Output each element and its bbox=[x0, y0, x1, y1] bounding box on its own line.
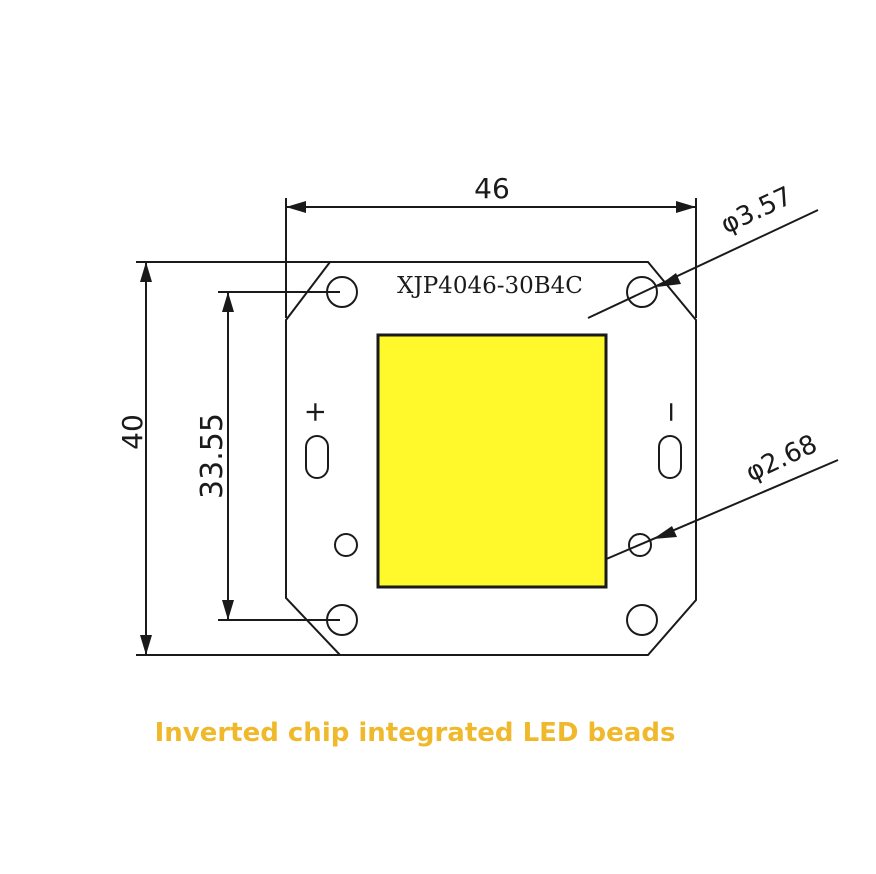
mount-hole-bottom-right bbox=[626, 604, 658, 636]
width-arrow-right bbox=[676, 201, 696, 213]
caption-text: Inverted chip integrated LED beads bbox=[154, 718, 676, 748]
width-dimension-label: 46 bbox=[474, 172, 510, 205]
height-arrow-bottom bbox=[140, 635, 152, 655]
width-arrow-left bbox=[286, 201, 306, 213]
hole-diameter-large-label: φ3.57 bbox=[716, 181, 797, 240]
caption: Inverted chip integrated LED beads bbox=[0, 718, 830, 748]
small-hole-right bbox=[628, 533, 652, 557]
positive-terminal-label: + bbox=[298, 400, 331, 423]
part-number-label: XJP4046-30B4C bbox=[397, 273, 583, 299]
mount-hole-top-left bbox=[326, 276, 358, 308]
hole-diameter-small-label: φ2.68 bbox=[741, 429, 822, 488]
leader-hole-small bbox=[589, 459, 839, 567]
leader-arrow-small bbox=[653, 526, 677, 539]
small-hole-left bbox=[334, 533, 358, 557]
negative-terminal-label: − bbox=[654, 400, 687, 423]
leader-hole-large bbox=[587, 209, 819, 319]
leader-arrow-large bbox=[657, 273, 681, 287]
mount-hole-top-right bbox=[626, 276, 658, 308]
spacing-arrow-bottom bbox=[222, 600, 234, 620]
pad-positive bbox=[305, 435, 329, 479]
pad-negative bbox=[658, 435, 682, 479]
mount-hole-bottom-left bbox=[326, 604, 358, 636]
led-emitting-area bbox=[376, 333, 608, 589]
spacing-arrow-top bbox=[222, 292, 234, 312]
height-arrow-top bbox=[140, 262, 152, 282]
height-dimension-label: 40 bbox=[116, 414, 149, 450]
spacing-dimension-label: 33.55 bbox=[195, 413, 230, 499]
